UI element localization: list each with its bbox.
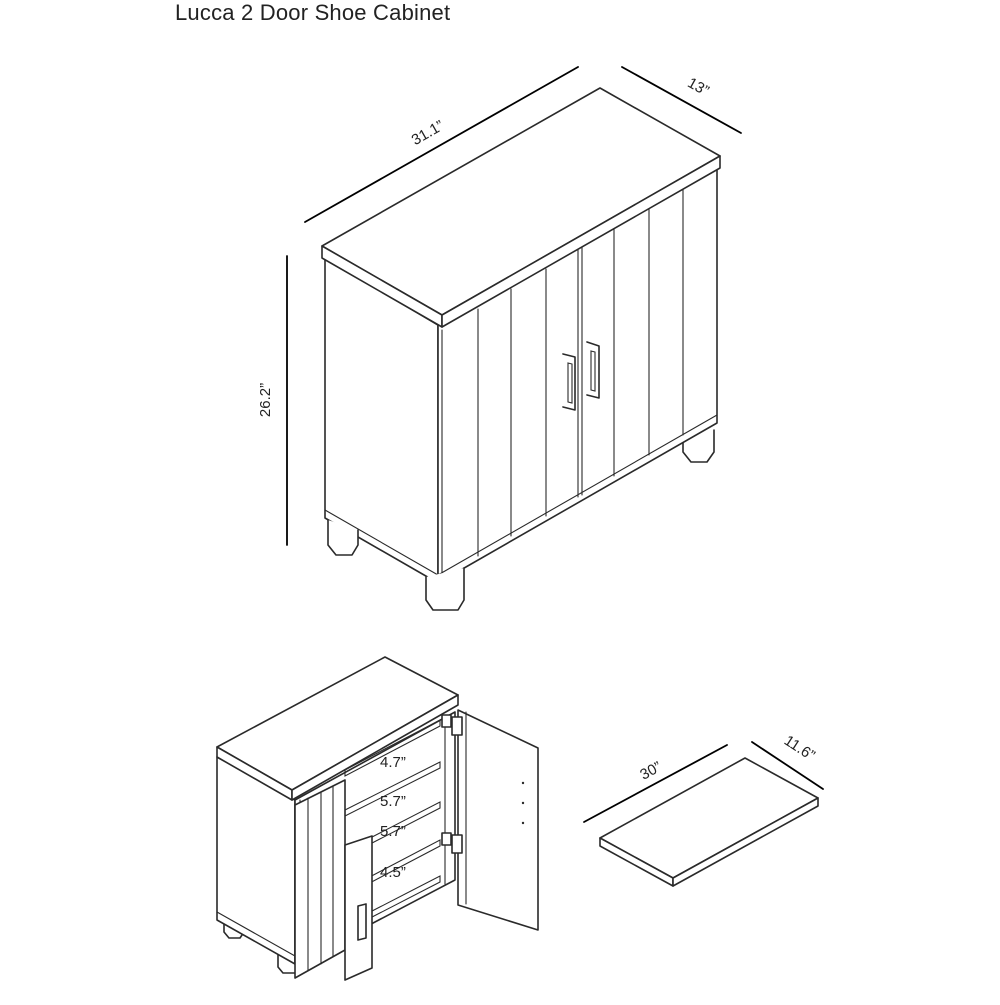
cabinet-top-edge-front	[441, 155, 721, 328]
width-dimension-line	[304, 66, 579, 223]
open-top-edge-front	[291, 694, 459, 801]
shelf-height-label: 4.7”	[380, 754, 406, 771]
depth-dimension-line	[621, 66, 742, 134]
door-handle-right	[586, 341, 600, 399]
depth-dimension-label: 13”	[685, 74, 712, 99]
shelf-height-label: 5.7”	[380, 823, 406, 840]
shelf-height-labels: 4.7” 5.7” 5.7” 4.5”	[380, 754, 406, 881]
shelf-height-label: 4.5”	[380, 864, 406, 881]
open-door-handle	[357, 903, 367, 941]
shelf-depth-line	[751, 741, 824, 790]
front-planks	[477, 187, 684, 557]
height-dimension: 26.2”	[257, 255, 288, 546]
height-dimension-label: 26.2”	[257, 383, 274, 417]
hinge-top	[441, 714, 463, 736]
shelf-depth-label: 11.6”	[781, 732, 818, 764]
shelf	[344, 719, 441, 777]
hinge-bottom	[441, 832, 463, 854]
open-right-door	[457, 709, 539, 931]
door-handle-left	[562, 353, 576, 411]
shelf-pin-hole	[521, 821, 525, 825]
shelf-pin-hole	[521, 801, 525, 805]
shelf-height-label: 5.7”	[380, 793, 406, 810]
shelf-panel-edge-front	[672, 797, 819, 887]
shelf-pin-hole	[521, 781, 525, 785]
shelf-width-label: 30”	[637, 758, 664, 783]
open-side-base	[216, 911, 296, 957]
leg-front-left	[327, 519, 359, 556]
leg-front-center	[425, 567, 465, 611]
shelf-width-line	[583, 744, 728, 823]
side-base-line	[324, 509, 439, 576]
open-cabinet-view: 4.7” 5.7” 5.7” 4.5”	[216, 656, 539, 981]
open-left-door	[294, 779, 346, 979]
page-title: Lucca 2 Door Shoe Cabinet	[175, 0, 451, 25]
shelf-panel-view: 30” 11.6”	[583, 732, 824, 887]
main-cabinet-view: 31.1” 13” 26.2”	[257, 66, 742, 611]
